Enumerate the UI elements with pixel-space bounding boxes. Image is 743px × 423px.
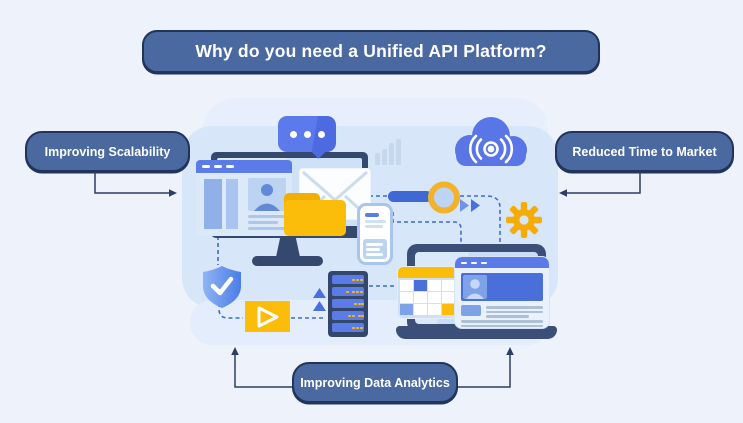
callout-reduced-time-to-market: Reduced Time to Market [555, 131, 734, 172]
card-avatar [463, 275, 487, 299]
browser-sidebar [204, 179, 222, 229]
text-line [486, 310, 543, 313]
smartphone-icon [357, 203, 393, 265]
callout-improving-scalability: Improving Scalability [25, 131, 190, 172]
gear-icon [506, 202, 542, 238]
profile-photo-icon [248, 178, 286, 211]
monitor-stand-base [252, 256, 323, 266]
calendar-header [398, 267, 457, 278]
callout-label: Improving Scalability [44, 144, 171, 159]
text-line [461, 320, 543, 323]
text-line [248, 215, 286, 218]
card-thumb [461, 305, 481, 316]
text-line [248, 221, 278, 224]
card-titlebar [455, 257, 549, 268]
text-line [486, 306, 543, 309]
calendar-icon [398, 267, 457, 318]
text-line [486, 315, 529, 318]
folder-body [284, 200, 346, 236]
server-rack-icon [328, 271, 368, 337]
upload-arrows-icon [313, 288, 326, 311]
shield-check-icon [203, 266, 241, 308]
page-title: Why do you need a Unified API Platform? [195, 41, 547, 61]
browser-titlebar [196, 160, 292, 173]
browser-sidebar2 [226, 179, 238, 229]
chat-bubble-icon [278, 116, 336, 152]
profile-card-icon [455, 257, 549, 328]
laptop-base [396, 326, 557, 339]
magnifier-icon [388, 181, 460, 214]
callout-improving-data-analytics: Improving Data Analytics [292, 362, 458, 403]
fast-forward-icon [460, 199, 480, 212]
callout-label: Improving Data Analytics [300, 375, 450, 390]
bar-chart-icon [375, 139, 405, 165]
callout-label: Reduced Time to Market [572, 144, 717, 159]
text-line [461, 324, 543, 327]
monitor-stand-neck [276, 237, 300, 257]
title-banner: Why do you need a Unified API Platform? [142, 30, 600, 73]
calendar-grid [398, 278, 457, 317]
browser-window-icon [196, 160, 292, 236]
video-play-icon [245, 301, 290, 332]
cloud-broadcast-icon [455, 117, 527, 166]
text-line [248, 227, 286, 230]
